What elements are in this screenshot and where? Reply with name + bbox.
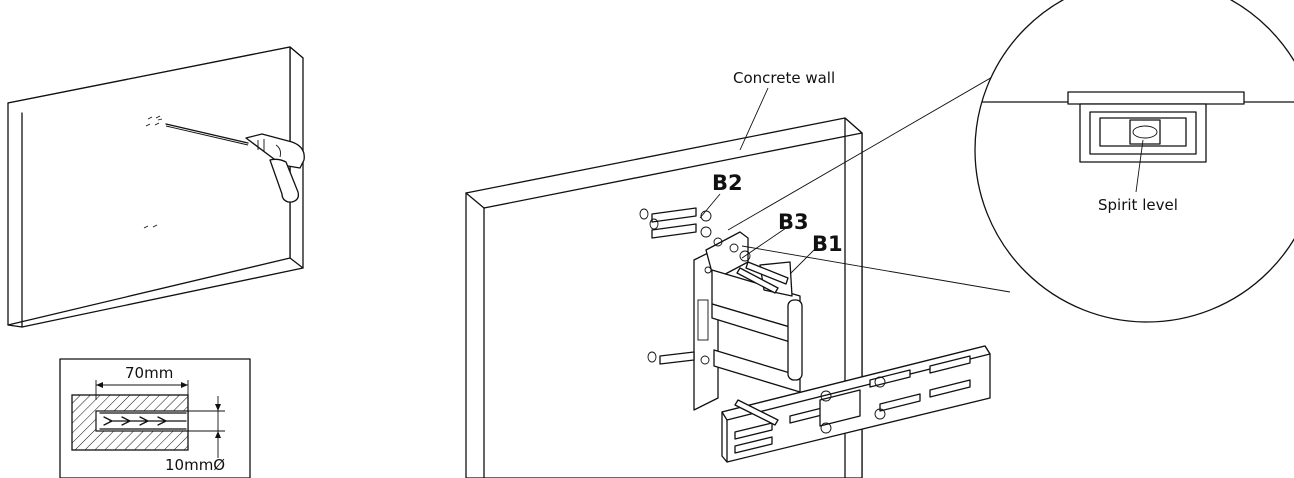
concrete-wall-label: Concrete wall	[733, 69, 835, 87]
articulating-arm	[711, 261, 803, 393]
anchor-detail-inset: 70mm 10mmØ	[59, 358, 251, 478]
spirit-level-label: Spirit level	[1098, 196, 1178, 214]
spirit-level-detail: Spirit level	[727, 0, 1294, 323]
callout-b1: B1	[812, 232, 843, 256]
diameter-label: 10mmØ	[165, 456, 225, 474]
callout-b3: B3	[778, 210, 809, 234]
mounted-bracket-illustration: B2 B3 B1 Concrete wall	[465, 69, 991, 478]
tv-bracket	[721, 345, 991, 463]
callout-b2: B2	[712, 171, 743, 195]
wall-anchors	[639, 207, 789, 426]
hole-marks	[143, 115, 163, 229]
depth-label: 70mm	[125, 364, 173, 382]
drill-icon	[165, 123, 305, 203]
drilling-wall-illustration	[7, 46, 305, 328]
